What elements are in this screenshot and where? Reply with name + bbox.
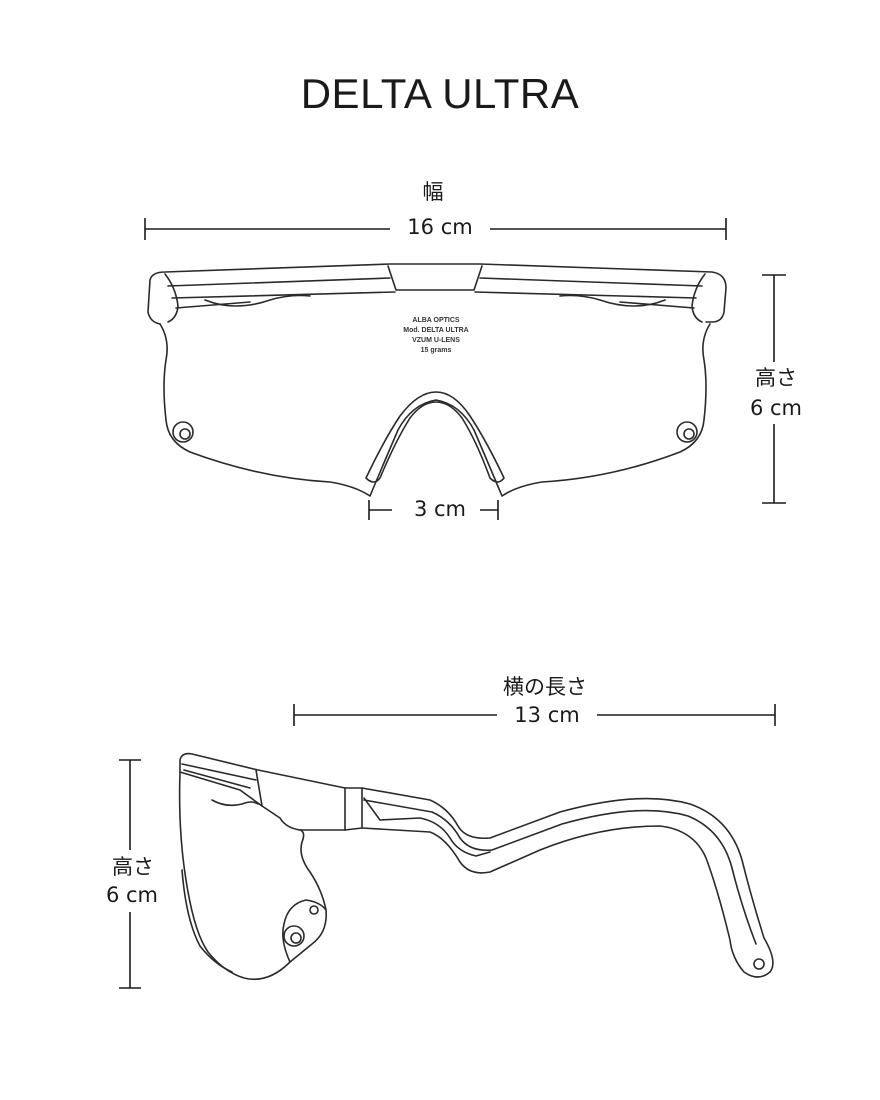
side-hinge-block bbox=[344, 787, 363, 831]
side-view-drawing bbox=[119, 704, 776, 989]
side-length-value: 13 cm bbox=[497, 701, 597, 729]
side-height-label: 高さ bbox=[112, 855, 154, 879]
front-height-value: 6 cm bbox=[749, 396, 803, 420]
page-title: DELTA ULTRA bbox=[300, 70, 580, 117]
end-piece-right bbox=[691, 273, 706, 323]
side-lens-outline bbox=[178, 771, 328, 981]
lens-print-line: ALBA OPTICS bbox=[412, 317, 460, 324]
screw-right-inner bbox=[683, 428, 695, 440]
side-frame-top bbox=[179, 752, 346, 831]
lens-print-line: Mod. DELTA ULTRA bbox=[403, 327, 468, 334]
lens-print-line: 15 grams bbox=[421, 347, 452, 354]
screw-left-outer bbox=[172, 421, 194, 443]
temple-end-hole bbox=[753, 958, 765, 970]
side-height-value: 6 cm bbox=[105, 883, 159, 907]
side-length-label: 横の長さ bbox=[503, 675, 587, 699]
screw-right-outer bbox=[676, 421, 698, 443]
temple-arm-outer bbox=[361, 787, 774, 978]
front-frame-top bbox=[147, 263, 727, 325]
side-brow-pad bbox=[211, 799, 259, 807]
side-screw-outer bbox=[283, 925, 305, 947]
front-view-drawing: ALBA OPTICS Mod. DELTA ULTRA VZUM U-LENS… bbox=[144, 218, 786, 520]
nose-width-value: 3 cm bbox=[413, 497, 467, 521]
temple-arm-inner bbox=[363, 799, 757, 945]
side-ear-piece bbox=[282, 899, 327, 963]
front-height-label: 高さ bbox=[755, 366, 797, 390]
side-lens-edge bbox=[181, 869, 233, 973]
brow-pad-right bbox=[559, 294, 666, 307]
front-frame-inner-lines bbox=[167, 277, 703, 309]
front-bridge-block bbox=[387, 265, 483, 291]
brow-pad-left bbox=[204, 294, 311, 307]
lens-print-line: VZUM U-LENS bbox=[412, 337, 460, 344]
screw-left-inner bbox=[179, 428, 191, 440]
nose-pad-outline bbox=[365, 391, 505, 483]
front-lens-outline bbox=[159, 323, 711, 497]
temple-arm-inset bbox=[363, 797, 491, 857]
front-width-label: 幅 bbox=[422, 180, 444, 204]
side-small-screw bbox=[309, 905, 319, 915]
end-piece-left bbox=[164, 273, 179, 323]
lens-print: ALBA OPTICS Mod. DELTA ULTRA VZUM U-LENS… bbox=[403, 317, 468, 354]
side-screw-inner bbox=[290, 932, 302, 944]
side-frame-lines bbox=[181, 763, 263, 807]
front-width-value: 16 cm bbox=[390, 213, 490, 241]
